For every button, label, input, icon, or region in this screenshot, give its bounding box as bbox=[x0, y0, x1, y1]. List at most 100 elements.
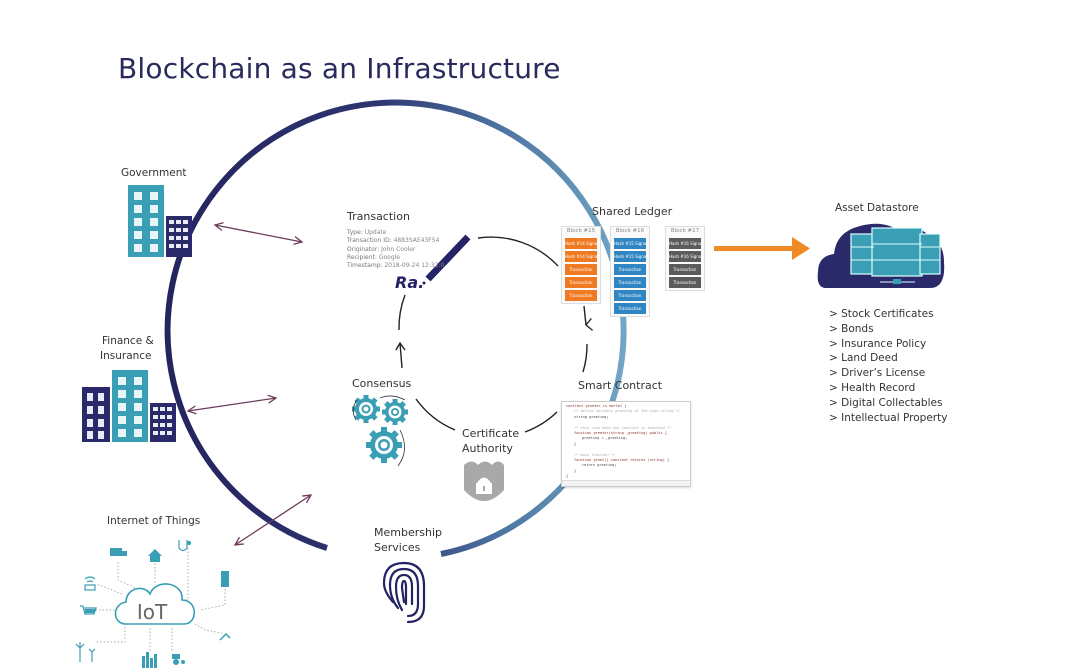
ledger-cell: Transaction bbox=[565, 264, 597, 275]
iot-cloud-text: IoT bbox=[137, 600, 168, 624]
code-line: } bbox=[574, 468, 577, 473]
transaction-details: Type: Update Transaction ID: 4883SAE43F5… bbox=[347, 229, 444, 270]
smart-contract-code: contract greeter is mortal {/* define va… bbox=[561, 401, 691, 487]
ledger-cell: Transaction bbox=[614, 277, 646, 288]
tractor-icon bbox=[172, 654, 185, 665]
ledger-cell: Hash #15 Signature bbox=[614, 251, 646, 262]
cycle-arc-transaction-to-ledger bbox=[477, 236, 559, 267]
tx-field: Transaction ID: 4883SAE43F54 bbox=[347, 237, 440, 245]
code-line: function greet() constant returns (strin… bbox=[574, 458, 670, 463]
signature-text: Ra. bbox=[395, 273, 424, 292]
ledger-block-title: Block #15 bbox=[566, 228, 596, 234]
arrow-iot bbox=[235, 495, 311, 545]
asset-item: > Bonds bbox=[829, 322, 874, 335]
gear-icon bbox=[366, 427, 402, 463]
iot-link-building bbox=[199, 582, 226, 611]
label-finance-line2: Insurance bbox=[100, 350, 152, 362]
ledger-cell: Transaction bbox=[669, 264, 701, 275]
robot-arm-icon bbox=[219, 632, 231, 641]
tx-field: Recipient: Google bbox=[347, 253, 400, 261]
iot-cluster: IoT bbox=[75, 540, 231, 668]
asset-item: > Stock Certificates bbox=[829, 308, 934, 320]
shopping-cart-icon bbox=[80, 605, 97, 615]
ledger-cell: Hash #14 Signature bbox=[565, 238, 597, 249]
arrow-finance bbox=[188, 398, 276, 411]
government-buildings-icon bbox=[128, 185, 192, 257]
smart-contract-title: Smart Contract bbox=[578, 379, 663, 392]
iot-link-wind bbox=[95, 620, 126, 643]
ledger-cell: Transaction bbox=[614, 264, 646, 275]
label-government: Government bbox=[121, 167, 187, 179]
truck-icon bbox=[110, 548, 127, 556]
code-line: /* define variable greeting of the type … bbox=[574, 409, 681, 414]
cycle-arrowhead-up bbox=[395, 341, 406, 351]
city-icon bbox=[142, 652, 157, 668]
code-line: /* main function */ bbox=[574, 452, 616, 457]
gear-icon bbox=[382, 399, 408, 425]
ledger-cell: Hash #16 Signature bbox=[669, 251, 701, 262]
entity-arrows bbox=[188, 225, 311, 545]
pen-icon bbox=[422, 234, 471, 285]
ledger-cell: Hash #14 Signature bbox=[565, 251, 597, 262]
ledger-cell: Hash #15 Signature bbox=[614, 238, 646, 249]
datastore-cloud-icon bbox=[817, 223, 945, 288]
iot-link-bed bbox=[92, 584, 123, 595]
code-status-bar bbox=[562, 480, 690, 486]
consensus-gears-icon bbox=[352, 395, 408, 467]
tx-field: Originator: John Cooler bbox=[347, 245, 416, 253]
label-iot: Internet of Things bbox=[107, 515, 201, 527]
cycle-arrow-ledger-to-contract bbox=[583, 305, 594, 331]
asset-list: > Stock Certificates > Bonds > Insurance… bbox=[829, 307, 947, 425]
page-title: Blockchain as an Infrastructure bbox=[118, 52, 561, 85]
stethoscope-icon bbox=[178, 540, 192, 552]
code-line: string greeting; bbox=[574, 414, 609, 419]
arrow-government bbox=[215, 225, 302, 242]
consensus-title: Consensus bbox=[352, 377, 412, 390]
asset-item: > Driver’s License bbox=[829, 367, 926, 380]
tx-field: Timestamp: 2018-09-24 12:32:0 bbox=[347, 262, 445, 270]
code-line: } bbox=[566, 474, 569, 479]
label-finance-line1: Finance & bbox=[102, 335, 154, 347]
iot-link-truck bbox=[117, 562, 141, 591]
ledger-block-title: Block #17 bbox=[670, 228, 700, 234]
cycle-arc-ca-to-consensus bbox=[415, 398, 456, 431]
membership-services-line2: Services bbox=[374, 541, 421, 554]
cycle-arc-to-contract bbox=[582, 343, 588, 373]
certificate-authority-line1: Certificate bbox=[462, 427, 520, 440]
code-line: return greeting; bbox=[582, 463, 617, 468]
ledger-cell: Transaction bbox=[565, 277, 597, 288]
transaction-title: Transaction bbox=[347, 210, 410, 223]
asset-item: > Insurance Policy bbox=[829, 337, 927, 350]
ledger-cell: Hash #16 Signature bbox=[669, 238, 701, 249]
shield-lock-icon bbox=[464, 461, 504, 501]
shared-ledger-title: Shared Ledger bbox=[592, 205, 673, 218]
wifi-bed-icon bbox=[84, 576, 96, 591]
smart-building-icon bbox=[221, 571, 229, 587]
asset-item: > Land Deed bbox=[829, 352, 898, 365]
finance-buildings-icon bbox=[82, 370, 176, 442]
ledger-block-title: Block #16 bbox=[615, 228, 645, 234]
code-line: } bbox=[574, 441, 577, 446]
asset-datastore-title: Asset Datastore bbox=[835, 202, 919, 214]
cycle-arc-contract-to-ca bbox=[524, 411, 558, 433]
cycle-arrow-consensus-up bbox=[399, 342, 403, 369]
ledger-cell: Transaction bbox=[669, 277, 701, 288]
wind-turbine-icon bbox=[75, 642, 96, 662]
iot-link-robot bbox=[194, 623, 223, 634]
code-line: function greeter(string _greeting) publi… bbox=[574, 431, 668, 436]
code-line: contract greeter is mortal { bbox=[566, 404, 627, 408]
asset-item: > Health Record bbox=[829, 381, 916, 394]
asset-item: > Digital Collectables bbox=[829, 396, 943, 409]
iot-cloud-icon bbox=[114, 583, 196, 625]
ledger-cell: Transaction bbox=[614, 290, 646, 301]
ledger-cell: Transaction bbox=[614, 303, 646, 314]
certificate-authority-line2: Authority bbox=[462, 442, 513, 455]
fingerprint-icon bbox=[382, 561, 426, 624]
infrastructure-ring bbox=[164, 99, 627, 557]
asset-item: > Intellectual Property bbox=[829, 411, 948, 424]
tx-field: Type: Update bbox=[347, 229, 387, 236]
